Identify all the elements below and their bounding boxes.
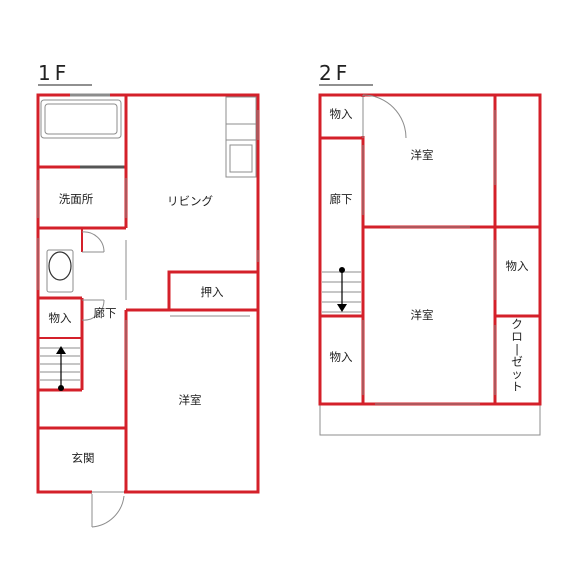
room-label-oshiire: 押入 xyxy=(201,285,224,299)
floor-1-outer-wall xyxy=(36,93,260,494)
room-label-closet: クロ|ゼット xyxy=(511,317,523,394)
room-label-washroom: 洗面所 xyxy=(59,192,94,206)
toilet-tank xyxy=(46,249,74,293)
door-swing xyxy=(81,231,105,253)
balcony xyxy=(319,403,541,436)
stair-arrow-head-icon xyxy=(337,304,347,312)
floor-1-plan: 洗面所 リビング 押入 物入 廊下 洋室 玄関 xyxy=(36,93,260,528)
room-label-living: リビング xyxy=(167,194,213,208)
room-label-hallway: 廊下 xyxy=(330,192,353,206)
entrance-door-swing xyxy=(91,492,125,528)
door-swing xyxy=(362,94,407,139)
floor-2-plan: 物入 洋室 廊下 物入 洋室 物入 クロ|ゼット xyxy=(318,93,542,436)
room-label-storage: 物入 xyxy=(49,311,72,325)
room-label-storage-right: 物入 xyxy=(506,259,529,273)
room-label-western-bottom: 洋室 xyxy=(411,308,434,322)
room-label-storage-bottom: 物入 xyxy=(330,350,353,364)
floor-1-label: 1F xyxy=(38,61,70,85)
room-label-hallway: 廊下 xyxy=(94,306,117,320)
stair-start-dot xyxy=(58,385,64,391)
room-label-entrance: 玄関 xyxy=(72,451,95,465)
sink-icon xyxy=(225,123,257,141)
toilet-icon xyxy=(48,251,72,281)
bathtub-inner xyxy=(44,103,118,135)
stove-icon xyxy=(229,144,253,173)
room-label-storage-top: 物入 xyxy=(330,107,353,121)
oshiire-wall xyxy=(167,270,260,312)
stair-start-dot xyxy=(339,267,345,273)
stair-arrow-head-icon xyxy=(56,346,66,354)
room-label-western: 洋室 xyxy=(179,393,202,407)
floor-2-label: 2F xyxy=(319,61,351,85)
room-label-western-top: 洋室 xyxy=(411,148,434,162)
floor-2-outer-wall xyxy=(318,93,542,406)
door-swing xyxy=(81,299,105,321)
bathtub-icon xyxy=(40,99,122,139)
